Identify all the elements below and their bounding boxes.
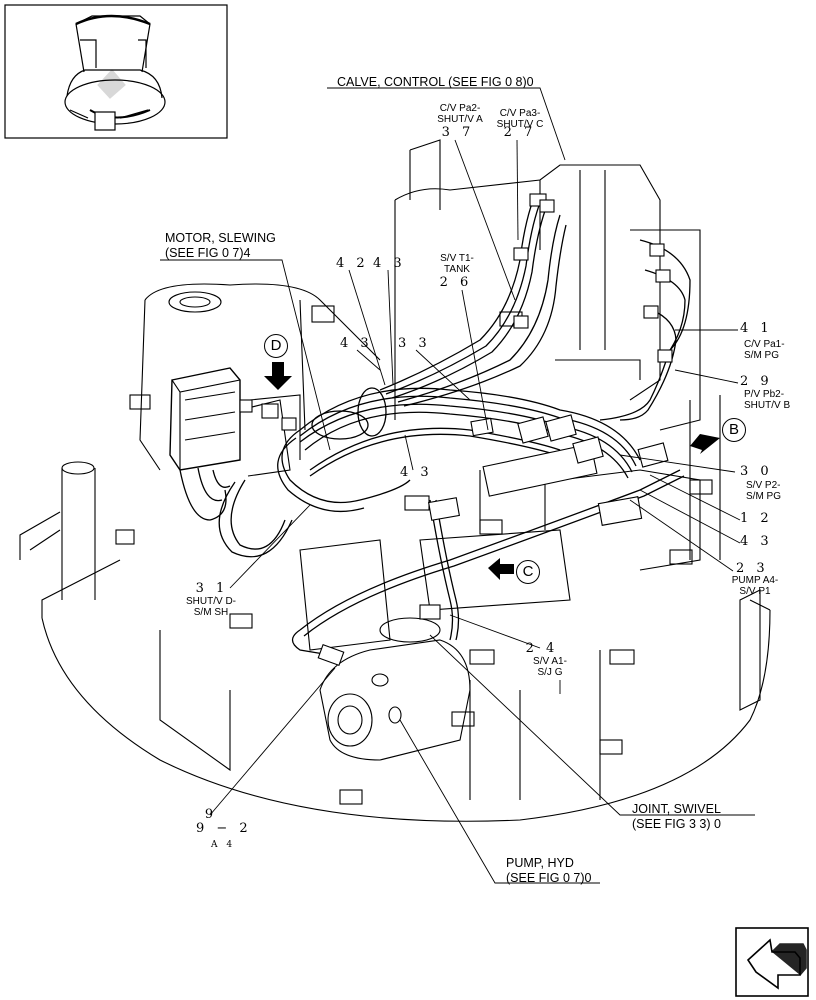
label-motor-slewing-line1: MOTOR, SLEWING bbox=[165, 231, 276, 245]
label-cv-pa3: C/V Pa3- SHUT/V C bbox=[494, 108, 546, 130]
label-shut-vd-line2: S/M SH bbox=[193, 607, 229, 618]
label-motor-slewing: MOTOR, SLEWING (SEE FIG 0 7)4 bbox=[165, 231, 276, 261]
label-cv-pa1-line1: C/V Pa1- bbox=[744, 339, 785, 350]
label-pump-a4-line2: S/V P1 bbox=[739, 586, 771, 597]
label-pump-a4-line1: PUMP A4- bbox=[731, 575, 779, 586]
label-pv-pb2-line1: P/V Pb2- bbox=[744, 389, 785, 400]
callout-43-center: 4 3 bbox=[400, 465, 433, 480]
view-marker-d: D bbox=[264, 334, 288, 358]
view-arrow-b-icon bbox=[690, 434, 720, 454]
view-arrows bbox=[264, 362, 720, 580]
label-cv-pa2: C/V Pa2- SHUT/V A bbox=[435, 103, 485, 125]
label-pump-hyd: PUMP, HYD (SEE FIG 0 7)0 bbox=[506, 856, 591, 886]
next-page-button[interactable] bbox=[736, 928, 808, 996]
label-pump-hyd-line2: (SEE FIG 0 7)0 bbox=[506, 871, 592, 885]
callout-9-2: 9 − 2 bbox=[196, 821, 252, 836]
callout-23: 2 3 bbox=[736, 561, 769, 576]
label-cv-pa3-line1: C/V Pa3- bbox=[499, 108, 541, 119]
label-sv-p2-line2: S/M PG bbox=[746, 491, 782, 502]
label-sv-p2: S/V P2- S/M PG bbox=[746, 480, 781, 502]
callout-24: 2 4 bbox=[525, 641, 559, 656]
callout-33: 3 3 bbox=[398, 336, 431, 351]
label-sv-t1-line1: S/V T1- bbox=[440, 253, 474, 264]
view-marker-b: B bbox=[722, 418, 746, 442]
callout-42: 4 2 bbox=[336, 256, 369, 271]
hose-bundle bbox=[179, 194, 691, 656]
label-motor-slewing-line2: (SEE FIG 0 7)4 bbox=[165, 246, 251, 260]
label-cv-pa1-line2: S/M PG bbox=[744, 350, 780, 361]
label-pv-pb2: P/V Pb2- SHUT/V B bbox=[744, 389, 790, 411]
callout-9: 9 bbox=[204, 807, 218, 822]
excavator-thumbnail-icon bbox=[64, 14, 166, 131]
callout-43-left: 4 3 bbox=[340, 336, 373, 351]
label-pv-pb2-line2: SHUT/V B bbox=[744, 400, 791, 411]
callout-31: 3 1 bbox=[195, 581, 229, 596]
label-sv-a1: S/V A1- S/J G bbox=[526, 656, 574, 678]
callout-30: 3 0 bbox=[740, 464, 773, 479]
label-pump-hyd-line1: PUMP, HYD bbox=[506, 856, 574, 870]
label-cv-pa2-line2: SHUT/V A bbox=[437, 114, 483, 125]
callout-43-right: 4 3 bbox=[740, 534, 773, 549]
next-page-arrow-icon bbox=[735, 927, 809, 997]
callout-26: 2 6 bbox=[439, 275, 473, 290]
callout-27: 2 7 bbox=[503, 125, 537, 140]
fittings bbox=[239, 193, 673, 667]
label-joint-swivel: JOINT, SWIVEL (SEE FIG 3 3) 0 bbox=[632, 802, 721, 832]
callout-29: 2 9 bbox=[740, 374, 773, 389]
label-sv-t1-line2: TANK bbox=[444, 264, 470, 275]
label-joint-swivel-line1: JOINT, SWIVEL bbox=[632, 802, 721, 816]
callout-12: 1 2 bbox=[740, 511, 773, 526]
label-sv-t1: S/V T1- TANK bbox=[432, 253, 482, 275]
callout-41: 4 1 bbox=[740, 321, 773, 336]
view-arrow-d-icon bbox=[264, 362, 292, 390]
label-sv-a1-line2: S/J G bbox=[537, 667, 563, 678]
label-shut-vd-line1: SHUT/V D- bbox=[186, 596, 236, 607]
label-cv-pa1: C/V Pa1- S/M PG bbox=[744, 339, 785, 361]
view-marker-c: C bbox=[516, 560, 540, 584]
callout-a4: A 4 bbox=[210, 840, 236, 850]
leader-lines bbox=[160, 87, 755, 884]
thumbnail-frame bbox=[4, 4, 228, 139]
label-sv-p2-line1: S/V P2- bbox=[746, 480, 781, 491]
label-cv-pa2-line1: C/V Pa2- bbox=[439, 103, 481, 114]
label-calve-control: CALVE, CONTROL (SEE FIG 0 8)0 bbox=[337, 75, 534, 89]
label-shut-vd: SHUT/V D- S/M SH bbox=[178, 596, 244, 618]
machine-frame bbox=[19, 139, 771, 822]
callout-43-top: 4 3 bbox=[373, 256, 406, 271]
label-pump-a4: PUMP A4- S/V P1 bbox=[725, 575, 785, 597]
label-cv-pa3-line2: SHUT/V C bbox=[496, 119, 544, 130]
callout-37: 3 7 bbox=[441, 125, 475, 140]
label-joint-swivel-line2: (SEE FIG 3 3) 0 bbox=[632, 817, 721, 831]
view-arrow-c-icon bbox=[488, 558, 514, 580]
label-sv-a1-line1: S/V A1- bbox=[533, 656, 567, 667]
